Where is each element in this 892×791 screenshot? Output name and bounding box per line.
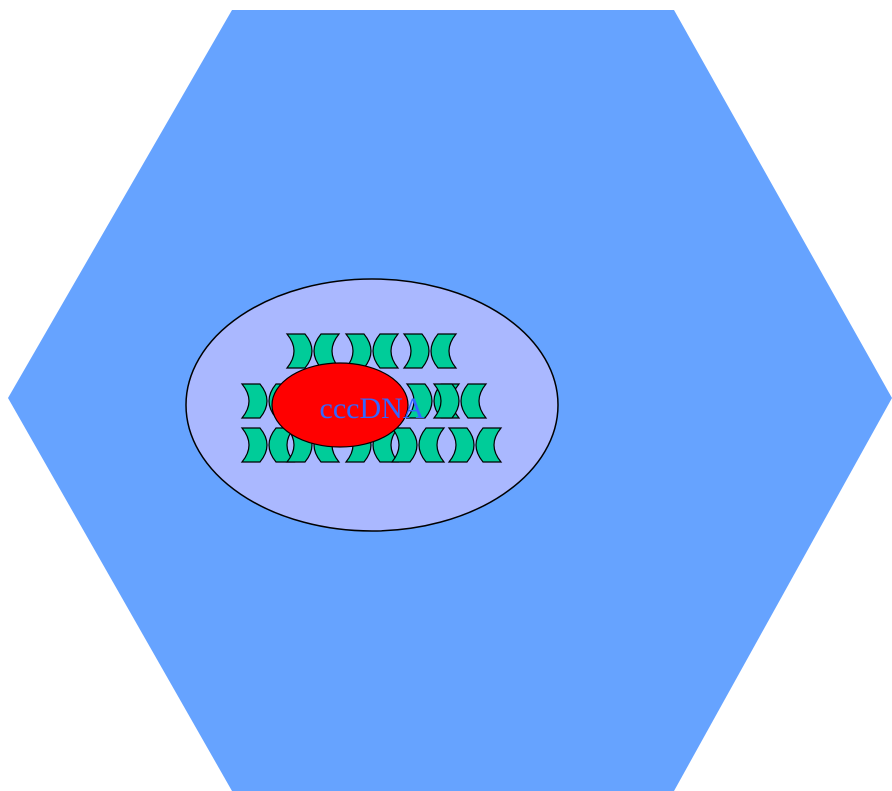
cccdna-label: cccDNA (320, 392, 425, 425)
